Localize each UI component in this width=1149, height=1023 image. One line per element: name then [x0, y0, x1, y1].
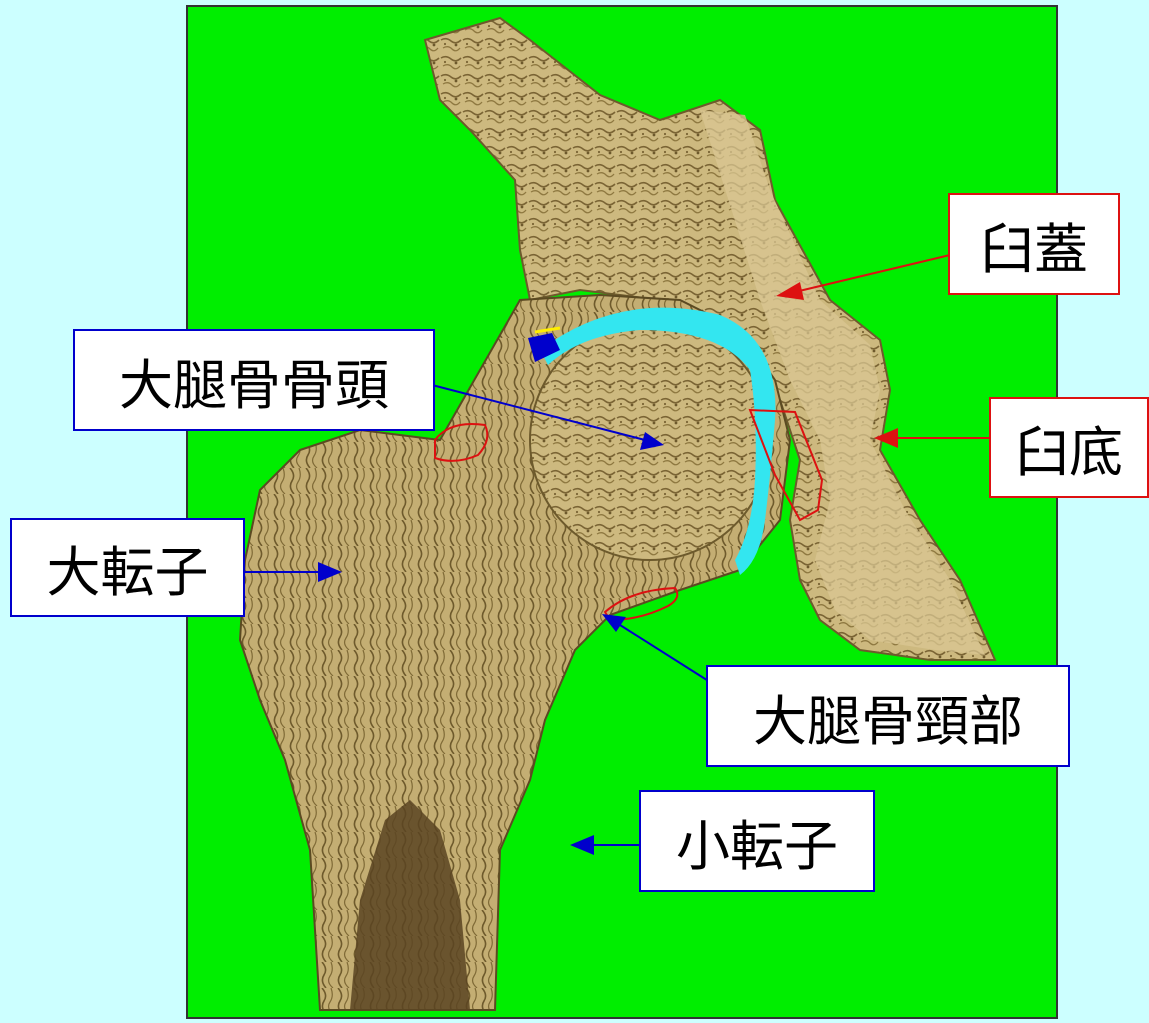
- label-acetabular-roof: 臼蓋: [948, 193, 1120, 295]
- label-femoral-head: 大腿骨骨頭: [73, 329, 435, 431]
- label-acetabular-floor: 臼底: [989, 397, 1149, 498]
- label-lesser-trochanter: 小転子: [639, 790, 875, 892]
- label-femoral-neck: 大腿骨頸部: [706, 665, 1070, 767]
- label-greater-trochanter: 大転子: [10, 518, 245, 617]
